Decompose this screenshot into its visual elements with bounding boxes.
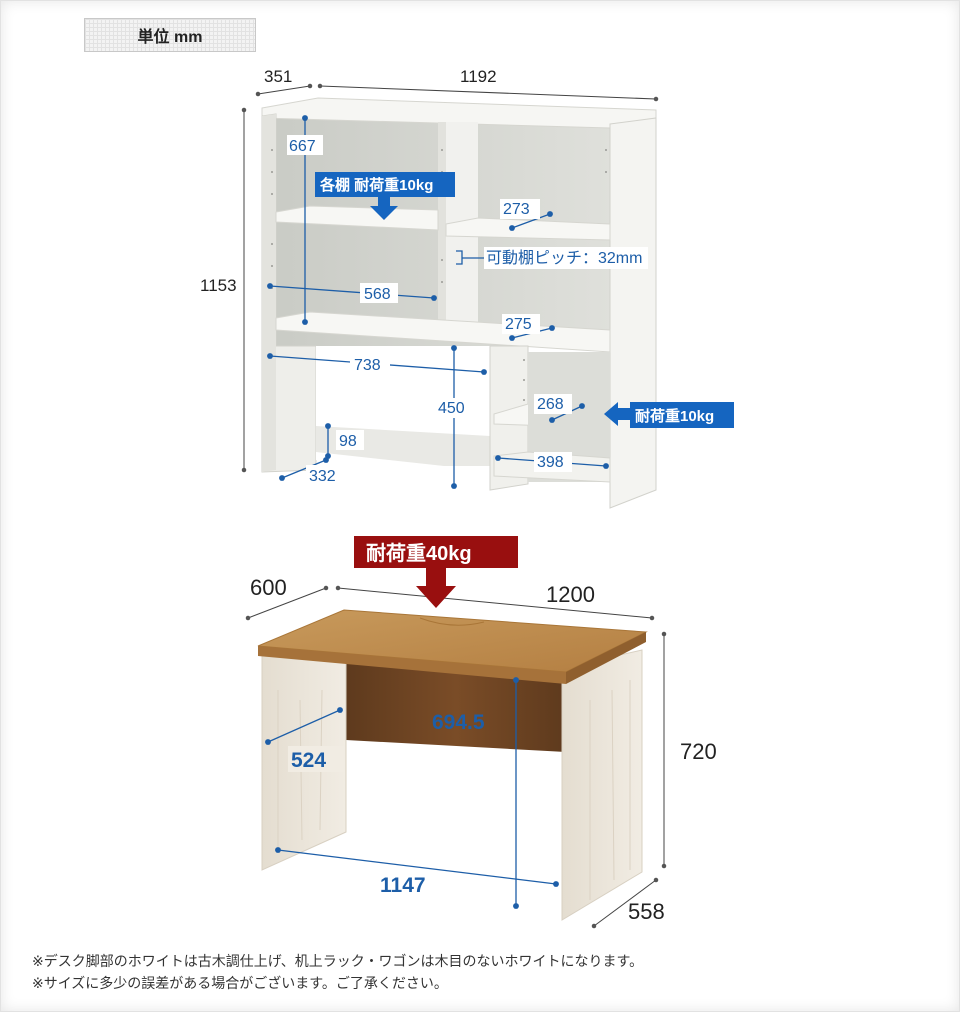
wagon-capacity-arrow-icon — [604, 402, 630, 426]
wagon-capacity-callout: 耐荷重10kg — [604, 402, 734, 428]
rack-illustration — [261, 97, 657, 509]
desk-inner-height-value: 694.5 — [432, 711, 485, 734]
rack-foot-depth-line — [279, 457, 329, 481]
desk-inner-width-line — [275, 847, 559, 887]
desk-leg-depth-line — [591, 877, 659, 929]
rack-foot-depth-value: 332 — [309, 468, 336, 485]
rack-width-value: 1192 — [460, 67, 497, 86]
rack-right-middle-value: 275 — [505, 316, 532, 333]
rack-depth-value: 351 — [264, 67, 292, 86]
note-line: ※デスク脚部のホワイトは古木調仕上げ、机上ラック・ワゴンは木目のないホワイトにな… — [32, 953, 644, 969]
rack-width-line — [317, 83, 659, 102]
notes: ※デスク脚部のホワイトは古木調仕上げ、机上ラック・ワゴンは木目のないホワイトにな… — [32, 950, 932, 994]
desk-inner-depth-value: 524 — [291, 749, 326, 772]
rack-height-value: 1153 — [200, 276, 237, 295]
unit-label: 単位 mm — [84, 18, 256, 52]
desk-inner-depth-line — [265, 707, 343, 745]
shelf-capacity-callout: 各棚 耐荷重10kg — [315, 172, 455, 220]
desk-capacity-label: 耐荷重40kg — [366, 541, 472, 565]
desk-inner-width-value: 1147 — [380, 874, 426, 897]
rack-side-height-value: 98 — [339, 433, 357, 450]
rack-under-width-value: 738 — [354, 357, 381, 374]
note-line: ※サイズに多少の誤差がある場合がございます。ご了承ください。 — [32, 975, 448, 991]
rack-wagon-depth-value: 268 — [537, 396, 564, 413]
wagon-capacity-label: 耐荷重10kg — [635, 407, 714, 425]
shelf-capacity-arrow-icon — [370, 197, 398, 220]
rack-right-upper-line — [509, 211, 553, 231]
desk-width-value: 1200 — [546, 582, 595, 607]
rack-right-upper-value: 273 — [503, 201, 530, 218]
rack-wagon-width-value: 398 — [537, 454, 564, 471]
desk-capacity-callout: 耐荷重40kg — [354, 536, 518, 608]
desk-capacity-arrow-icon — [416, 568, 456, 608]
rack-top-opening-value: 667 — [289, 138, 316, 155]
rack-inner-width-line — [267, 283, 437, 301]
desk-width-line — [335, 585, 655, 621]
desk-height-value: 720 — [680, 739, 717, 764]
shelf-pitch-value: 可動棚ピッチ：32mm — [486, 249, 642, 267]
desk-depth-line — [245, 585, 329, 621]
desk-depth-value: 600 — [250, 575, 287, 600]
shelf-pitch-bracket — [456, 250, 484, 265]
rack-inner-width-value: 568 — [364, 286, 391, 303]
shelf-capacity-label: 各棚 耐荷重10kg — [319, 176, 433, 194]
rack-depth-line — [255, 83, 313, 97]
desk-leg-depth-value: 558 — [628, 899, 665, 924]
rack-under-height-value: 450 — [438, 400, 465, 417]
